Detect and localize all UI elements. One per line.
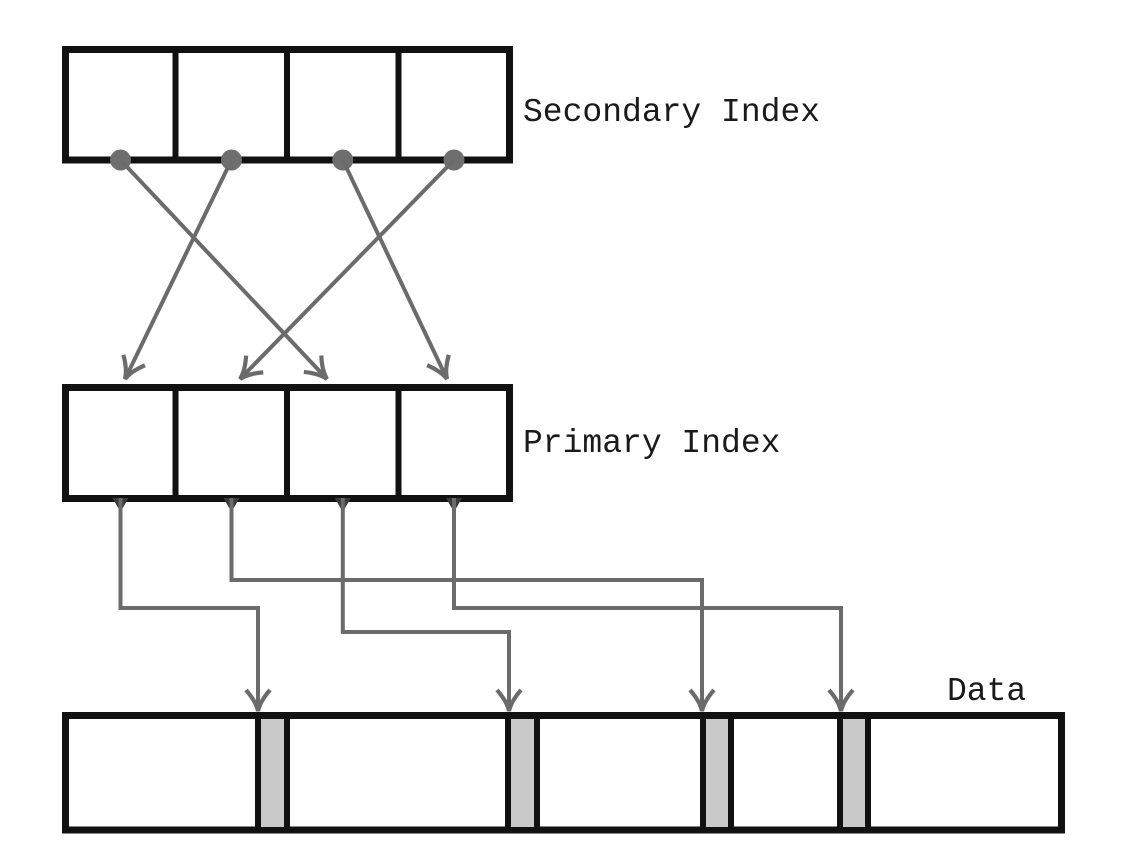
arrow-primary-4-to-data-segment-4 — [452, 498, 855, 712]
data-row — [62, 712, 1065, 834]
data-highlight-segment-1 — [261, 719, 284, 827]
primary-index-row — [62, 384, 513, 512]
arrow-primary-2-to-data-segment-3 — [229, 498, 716, 712]
secondary-index-row — [62, 46, 513, 171]
data-file-box — [62, 712, 1065, 834]
arrow-primary-3-to-data-segment-2 — [340, 498, 523, 712]
data-highlight-segment-4 — [843, 719, 865, 827]
arrow-secondary-2-to-primary-1 — [121, 159, 234, 381]
data-label: Data — [947, 673, 1026, 710]
arrow-primary-1-to-data-segment-1 — [118, 498, 272, 712]
primary-to-data-connectors — [118, 498, 855, 712]
data-highlight-segment-3 — [706, 719, 728, 827]
primary-index-label: Primary Index — [523, 425, 780, 462]
arrow-secondary-1-to-primary-3 — [119, 158, 329, 381]
secondary-index-label: Secondary Index — [523, 94, 820, 131]
arrow-secondary-4-to-primary-2 — [238, 158, 456, 381]
secondary-to-primary-arrows — [119, 158, 456, 381]
arrow-secondary-3-to-primary-4 — [340, 159, 451, 381]
data-highlight-segment-2 — [511, 719, 534, 827]
